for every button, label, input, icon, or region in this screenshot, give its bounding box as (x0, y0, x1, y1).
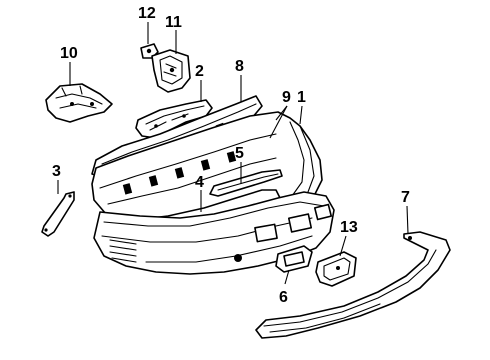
part-3-brace (41, 191, 75, 237)
callout-2: 2 (195, 63, 204, 80)
callout-6: 6 (279, 289, 288, 306)
callout-13: 13 (340, 219, 358, 236)
callout-8: 8 (235, 58, 244, 75)
callout-3: 3 (52, 163, 61, 180)
leader-6 (284, 269, 290, 285)
part-4-fascia (93, 191, 335, 275)
callout-7: 7 (401, 189, 410, 206)
part-11-bracket (151, 49, 191, 93)
callout-5: 5 (235, 145, 244, 162)
callout-4: 4 (195, 174, 204, 191)
leader-13 (339, 235, 347, 257)
leader-7 (406, 205, 409, 235)
part-13-lamp (315, 251, 357, 287)
callout-12: 12 (138, 5, 156, 22)
part-10-bracket (45, 83, 113, 123)
callout-10: 10 (60, 45, 78, 62)
callouts: 10 12 11 2 8 9 1 5 4 3 6 13 7 (52, 5, 410, 306)
part-1-energy-absorber (91, 111, 323, 221)
leader-9b (269, 105, 288, 139)
callout-1: 1 (297, 89, 306, 106)
callout-9: 9 (282, 89, 291, 106)
leader-1 (299, 105, 303, 125)
callout-11: 11 (165, 14, 182, 31)
part-7-valance (255, 231, 451, 339)
leader-lines (57, 22, 409, 285)
part-6-bezel (275, 245, 313, 273)
part-5-molding (209, 169, 283, 197)
